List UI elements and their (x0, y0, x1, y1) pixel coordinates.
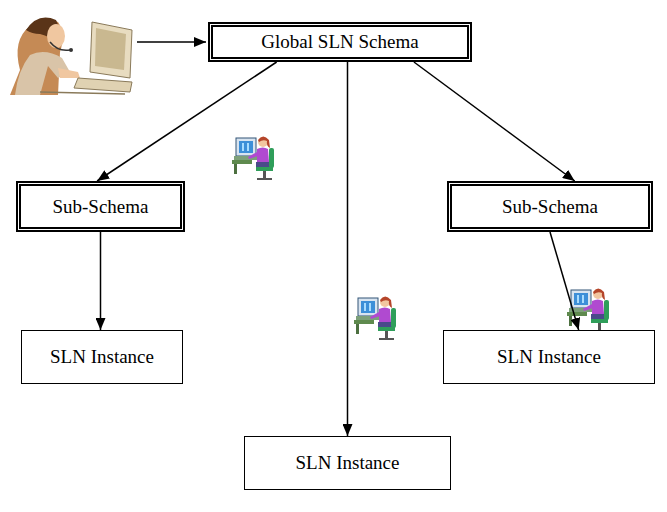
schema-box: Global SLN Schema (208, 22, 472, 62)
box-label: Sub-Schema (502, 196, 598, 218)
instance-box: SLN Instance (244, 436, 451, 490)
schema-box: Sub-Schema (447, 181, 653, 232)
user-icon (354, 297, 396, 341)
box-label: Global SLN Schema (261, 31, 418, 53)
connector-arrow (414, 62, 575, 181)
user-arrow (137, 41, 206, 43)
connector-arrow (347, 62, 349, 436)
box-label: SLN Instance (50, 346, 154, 368)
schema-box: Sub-Schema (16, 181, 185, 232)
box-label: SLN Instance (296, 452, 400, 474)
instance-box: SLN Instance (21, 330, 183, 384)
connector-arrow (100, 232, 102, 330)
connector-arrow (97, 62, 277, 181)
user-icon (232, 137, 274, 181)
connector-arrow (550, 232, 579, 330)
instance-box: SLN Instance (443, 330, 655, 384)
man-at-computer (10, 18, 132, 95)
box-label: Sub-Schema (52, 196, 148, 218)
box-label: SLN Instance (497, 346, 601, 368)
